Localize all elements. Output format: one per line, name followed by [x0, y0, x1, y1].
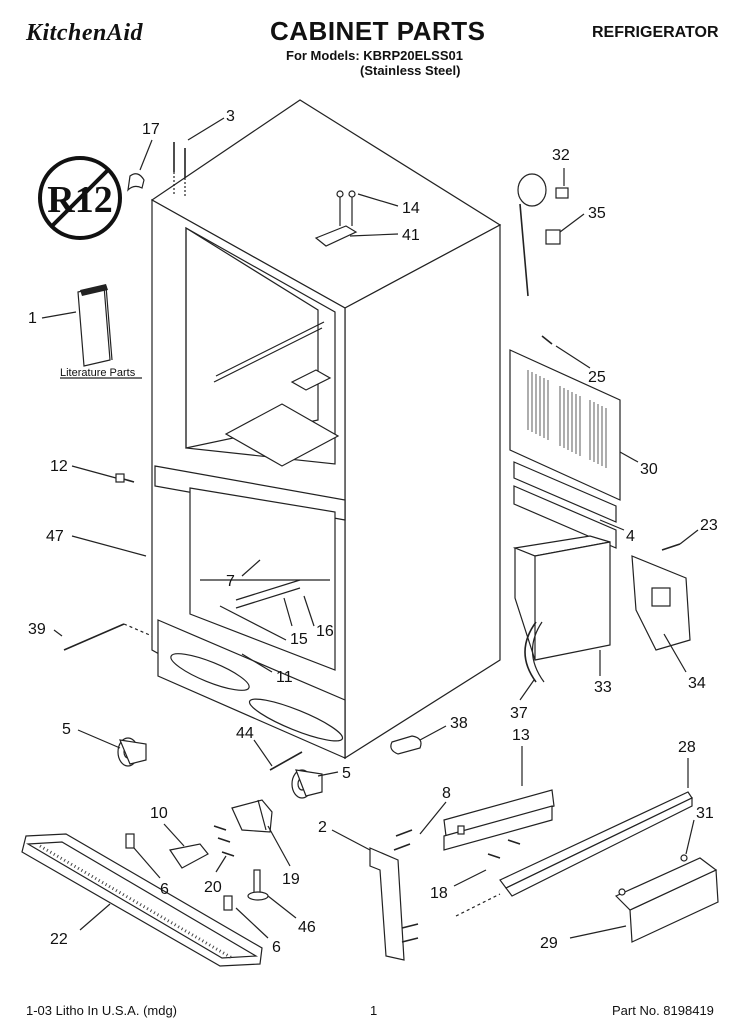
- callout-46: 46: [298, 919, 316, 936]
- cabinet-body: [150, 99, 502, 760]
- literature-booklet: Literature Parts: [60, 284, 142, 379]
- mounting-rail-right: [455, 791, 693, 917]
- callout-17: 17: [142, 121, 160, 138]
- top-screws: [127, 142, 186, 196]
- rear-roller: [291, 769, 323, 799]
- callout-5-front: 5: [62, 721, 71, 738]
- callout-16: 16: [316, 623, 334, 640]
- callout-6-lower: 6: [272, 939, 281, 956]
- hose-clip: [390, 735, 422, 755]
- callout-31: 31: [696, 805, 714, 822]
- callout-2: 2: [318, 819, 327, 836]
- footer-printing-info: 1-03 Litho In U.S.A. (mdg): [26, 1003, 178, 1018]
- callout-14: 14: [402, 200, 420, 217]
- page-title: CABINET PARTS: [270, 16, 486, 46]
- top-hinge-bracket: [314, 190, 358, 247]
- callout-1: 1: [28, 310, 37, 327]
- callout-4: 4: [626, 528, 635, 545]
- callout-41: 41: [402, 227, 420, 244]
- callout-28: 28: [678, 739, 696, 756]
- model-info: For Models: KBRP20ELSS01 (Stainless Stee…: [286, 48, 463, 78]
- callout-labels: 17 3 14 41 32 35 1 25 12 30 47 4 23 7 39…: [28, 108, 718, 956]
- drain-hose: [524, 621, 537, 683]
- toe-grille: [21, 833, 263, 967]
- rail-end-bracket: [614, 854, 719, 943]
- literature-label: Literature Parts: [60, 367, 136, 379]
- callout-34: 34: [688, 675, 706, 692]
- appliance-category: REFRIGERATOR: [592, 24, 719, 41]
- callout-7: 7: [226, 573, 235, 590]
- model-number: For Models: KBRP20ELSS01: [286, 48, 463, 63]
- callout-38: 38: [450, 715, 468, 732]
- callout-15: 15: [290, 631, 308, 648]
- callout-35: 35: [588, 205, 606, 222]
- callout-6-upper: 6: [160, 881, 169, 898]
- callout-10: 10: [150, 805, 168, 822]
- callout-32: 32: [552, 147, 570, 164]
- brand-logo: KitchenAid: [26, 20, 144, 46]
- callout-22: 22: [50, 931, 68, 948]
- callout-29: 29: [540, 935, 558, 952]
- callout-47: 47: [46, 528, 64, 545]
- leveling-leg: [247, 869, 269, 901]
- kickplate-brackets: [169, 799, 273, 869]
- callout-25: 25: [588, 369, 606, 386]
- callout-20: 20: [204, 879, 222, 896]
- callout-13: 13: [512, 727, 530, 744]
- rear-grille-panel: [509, 349, 621, 549]
- front-roller: [117, 737, 147, 767]
- sensor-wire: [517, 173, 569, 297]
- access-panel: [512, 535, 611, 661]
- callout-11: 11: [276, 669, 293, 686]
- callout-37: 37: [510, 705, 528, 722]
- model-finish: (Stainless Steel): [360, 63, 461, 78]
- callout-44: 44: [236, 725, 254, 742]
- door-hinge: [369, 829, 419, 961]
- footer-part-number: Part No. 8198419: [612, 1003, 714, 1018]
- callout-18: 18: [430, 885, 448, 902]
- callout-19: 19: [282, 871, 300, 888]
- callout-23: 23: [700, 517, 718, 534]
- callout-8: 8: [442, 785, 451, 802]
- footer-page-number: 1: [370, 1003, 378, 1018]
- leader-lines: [41, 117, 699, 939]
- callout-5-rear: 5: [342, 765, 351, 782]
- toe-grille-clip-lower: [223, 895, 233, 911]
- toe-grille-clip-upper: [125, 833, 135, 849]
- callout-3: 3: [226, 108, 235, 125]
- callout-39: 39: [28, 621, 46, 638]
- mounting-rail-left: [443, 789, 555, 851]
- loose-screws: [63, 335, 553, 771]
- callout-12: 12: [50, 458, 68, 475]
- rail-screws: [487, 839, 521, 859]
- callout-33: 33: [594, 679, 612, 696]
- drain-hose-edge: [531, 621, 545, 683]
- callout-30: 30: [640, 461, 658, 478]
- no-r12-badge: R12: [38, 156, 122, 240]
- control-bracket: [631, 543, 691, 651]
